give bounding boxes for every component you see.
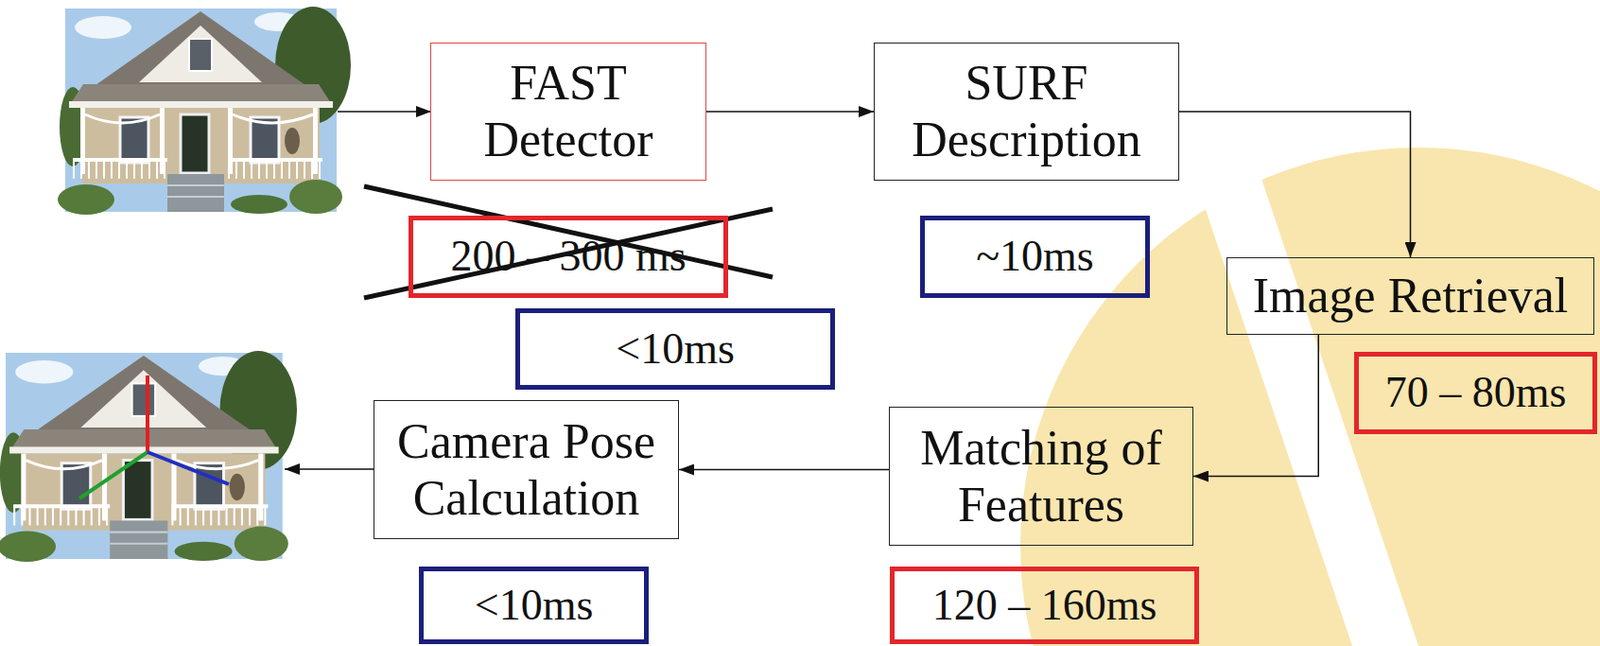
timing-box: 200 – 300 ms [408, 215, 729, 298]
process-box: FAST Detector [430, 42, 707, 181]
flow-arrow [1179, 111, 1411, 258]
box-label: 120 – 160ms [932, 580, 1158, 631]
strike-line [364, 208, 773, 298]
watermark-stroke [1193, 173, 1419, 646]
timing-box: 120 – 160ms [889, 566, 1200, 644]
box-label: ~10ms [975, 231, 1095, 282]
box-label: 70 – 80ms [1385, 367, 1567, 418]
input-photo [57, 6, 351, 215]
timing-box: 70 – 80ms [1354, 351, 1598, 435]
timing-box: <10ms [515, 308, 835, 390]
flow-arrow [1193, 334, 1319, 477]
flow-arrow [678, 469, 889, 471]
process-box: Matching of Features [888, 406, 1194, 546]
box-label: <10ms [615, 324, 735, 375]
process-box: Image Retrieval [1226, 257, 1595, 335]
box-label: FAST Detector [442, 54, 695, 169]
output-photo [0, 350, 297, 562]
flow-arrow [706, 110, 874, 113]
process-box: SURF Description [873, 42, 1180, 181]
box-label: 200 – 300 ms [450, 231, 686, 282]
axis-x [145, 375, 150, 453]
output-arrow [284, 468, 375, 470]
axis-z [147, 452, 229, 485]
axis-y [79, 452, 148, 499]
box-label: <10ms [474, 580, 594, 631]
process-box: Camera Pose Calculation [373, 400, 679, 540]
box-label: SURF Description [886, 54, 1167, 169]
input-arrow [337, 110, 432, 113]
box-label: Image Retrieval [1252, 267, 1569, 325]
box-label: Matching of Features [901, 419, 1182, 534]
timing-box: ~10ms [920, 215, 1150, 298]
timing-box: <10ms [418, 566, 649, 644]
box-label: Camera Pose Calculation [385, 413, 667, 527]
